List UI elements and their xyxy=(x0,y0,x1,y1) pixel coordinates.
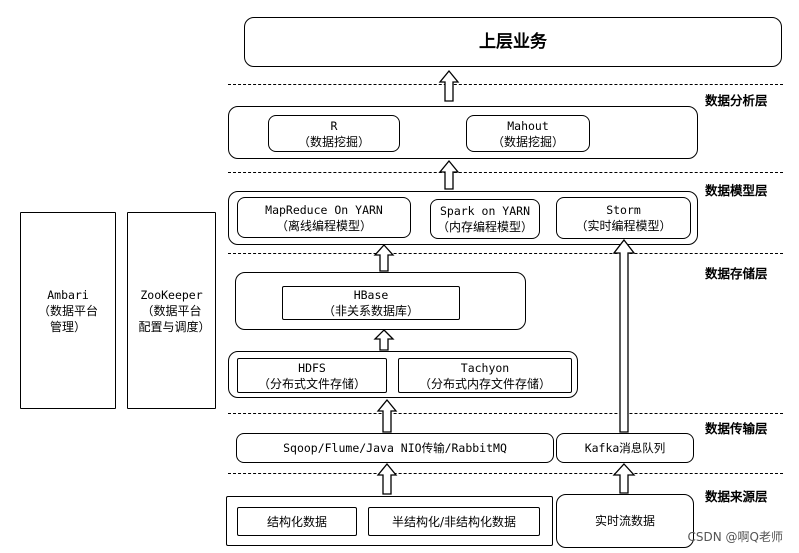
mahout-name: Mahout xyxy=(507,118,549,133)
arrow-kafka-to-storm xyxy=(612,238,636,433)
arrow-model-to-analysis xyxy=(438,159,460,190)
arrow-realtime-to-kafka xyxy=(612,463,636,494)
storm-box: Storm （实时编程模型） xyxy=(556,197,691,239)
batch-transport-label: Sqoop/Flume/Java NIO传输/RabbitMQ xyxy=(283,441,507,455)
arrow-realtime-to-kafka-shape xyxy=(612,463,636,494)
realtime-data-box: 实时流数据 xyxy=(556,494,694,548)
top-business-box: 上层业务 xyxy=(244,17,782,67)
storm-desc: （实时编程模型） xyxy=(575,219,672,233)
r-name: R xyxy=(330,118,338,133)
hdfs-box: HDFS （分布式文件存储） xyxy=(237,358,387,393)
r-box: R （数据挖掘） xyxy=(268,115,400,152)
hdfs-name: HDFS xyxy=(298,360,326,375)
arrow-transport-to-filesystem-shape xyxy=(376,398,398,433)
arrow-filesystem-to-hbase-shape xyxy=(373,329,395,351)
mahout-box: Mahout （数据挖掘） xyxy=(466,115,590,152)
layer-label-transport: 数据传输层 xyxy=(705,421,768,436)
separator-source xyxy=(228,473,783,474)
realtime-data-label: 实时流数据 xyxy=(594,514,655,528)
arrow-analysis-to-top xyxy=(438,69,460,102)
layer-label-source: 数据来源层 xyxy=(705,489,768,504)
hbase-name: HBase xyxy=(353,288,389,302)
arrow-filesystem-to-hbase xyxy=(373,329,395,351)
tachyon-box: Tachyon （分布式内存文件存储） xyxy=(398,358,572,393)
hdfs-desc: （分布式文件存储） xyxy=(257,376,366,391)
spark-name: Spark on YARN xyxy=(439,204,530,218)
arrow-source-to-transport-shape xyxy=(376,462,398,495)
r-desc: （数据挖掘） xyxy=(297,134,370,149)
arrow-source-to-transport xyxy=(376,462,398,495)
arrow-hbase-to-model xyxy=(373,244,395,272)
tachyon-name: Tachyon xyxy=(460,360,510,375)
top-business-label: 上层业务 xyxy=(479,32,547,52)
layer-label-model: 数据模型层 xyxy=(705,183,768,198)
kafka-label: Kafka消息队列 xyxy=(584,441,666,455)
hbase-box: HBase （非关系数据库） xyxy=(282,286,460,320)
semi-structured-data-label: 半结构化/非结构化数据 xyxy=(391,514,517,529)
hbase-desc: （非关系数据库） xyxy=(322,304,419,318)
tachyon-desc: （分布式内存文件存储） xyxy=(418,376,551,391)
ambari-box: Ambari （数据平台管理） xyxy=(20,212,116,409)
arrow-model-to-analysis-shape xyxy=(438,159,460,190)
layer-label-storage: 数据存储层 xyxy=(705,266,768,281)
arrow-transport-to-filesystem xyxy=(376,398,398,433)
arrow-kafka-to-storm-shape xyxy=(612,238,636,433)
zookeeper-box: ZooKeeper （数据平台配置与调度） xyxy=(127,212,216,409)
storm-name: Storm xyxy=(606,203,641,217)
batch-transport-box: Sqoop/Flume/Java NIO传输/RabbitMQ xyxy=(236,433,554,463)
watermark: CSDN @啊Q老师 xyxy=(687,530,783,544)
spark-desc: （内存编程模型） xyxy=(436,220,533,234)
mapreduce-desc: （离线编程模型） xyxy=(275,218,372,233)
zookeeper-desc: （数据平台配置与调度） xyxy=(138,303,211,334)
semi-structured-data-box: 半结构化/非结构化数据 xyxy=(368,507,540,536)
separator-model xyxy=(228,172,783,173)
structured-data-label: 结构化数据 xyxy=(266,514,327,529)
arrow-analysis-to-top-shape xyxy=(438,69,460,102)
spark-box: Spark on YARN （内存编程模型） xyxy=(430,199,540,239)
mahout-desc: （数据挖掘） xyxy=(491,134,564,149)
structured-data-box: 结构化数据 xyxy=(237,507,357,536)
separator-analysis xyxy=(228,84,783,85)
zookeeper-name: ZooKeeper xyxy=(140,287,203,302)
separator-storage xyxy=(228,253,783,254)
layer-label-analysis: 数据分析层 xyxy=(705,93,768,108)
ambari-name: Ambari xyxy=(47,287,89,302)
mapreduce-box: MapReduce On YARN （离线编程模型） xyxy=(237,197,411,238)
arrow-hbase-to-model-shape xyxy=(373,244,395,272)
mapreduce-name: MapReduce On YARN xyxy=(265,202,383,217)
separator-transport xyxy=(228,413,783,414)
kafka-box: Kafka消息队列 xyxy=(556,433,694,463)
ambari-desc: （数据平台管理） xyxy=(37,303,98,334)
